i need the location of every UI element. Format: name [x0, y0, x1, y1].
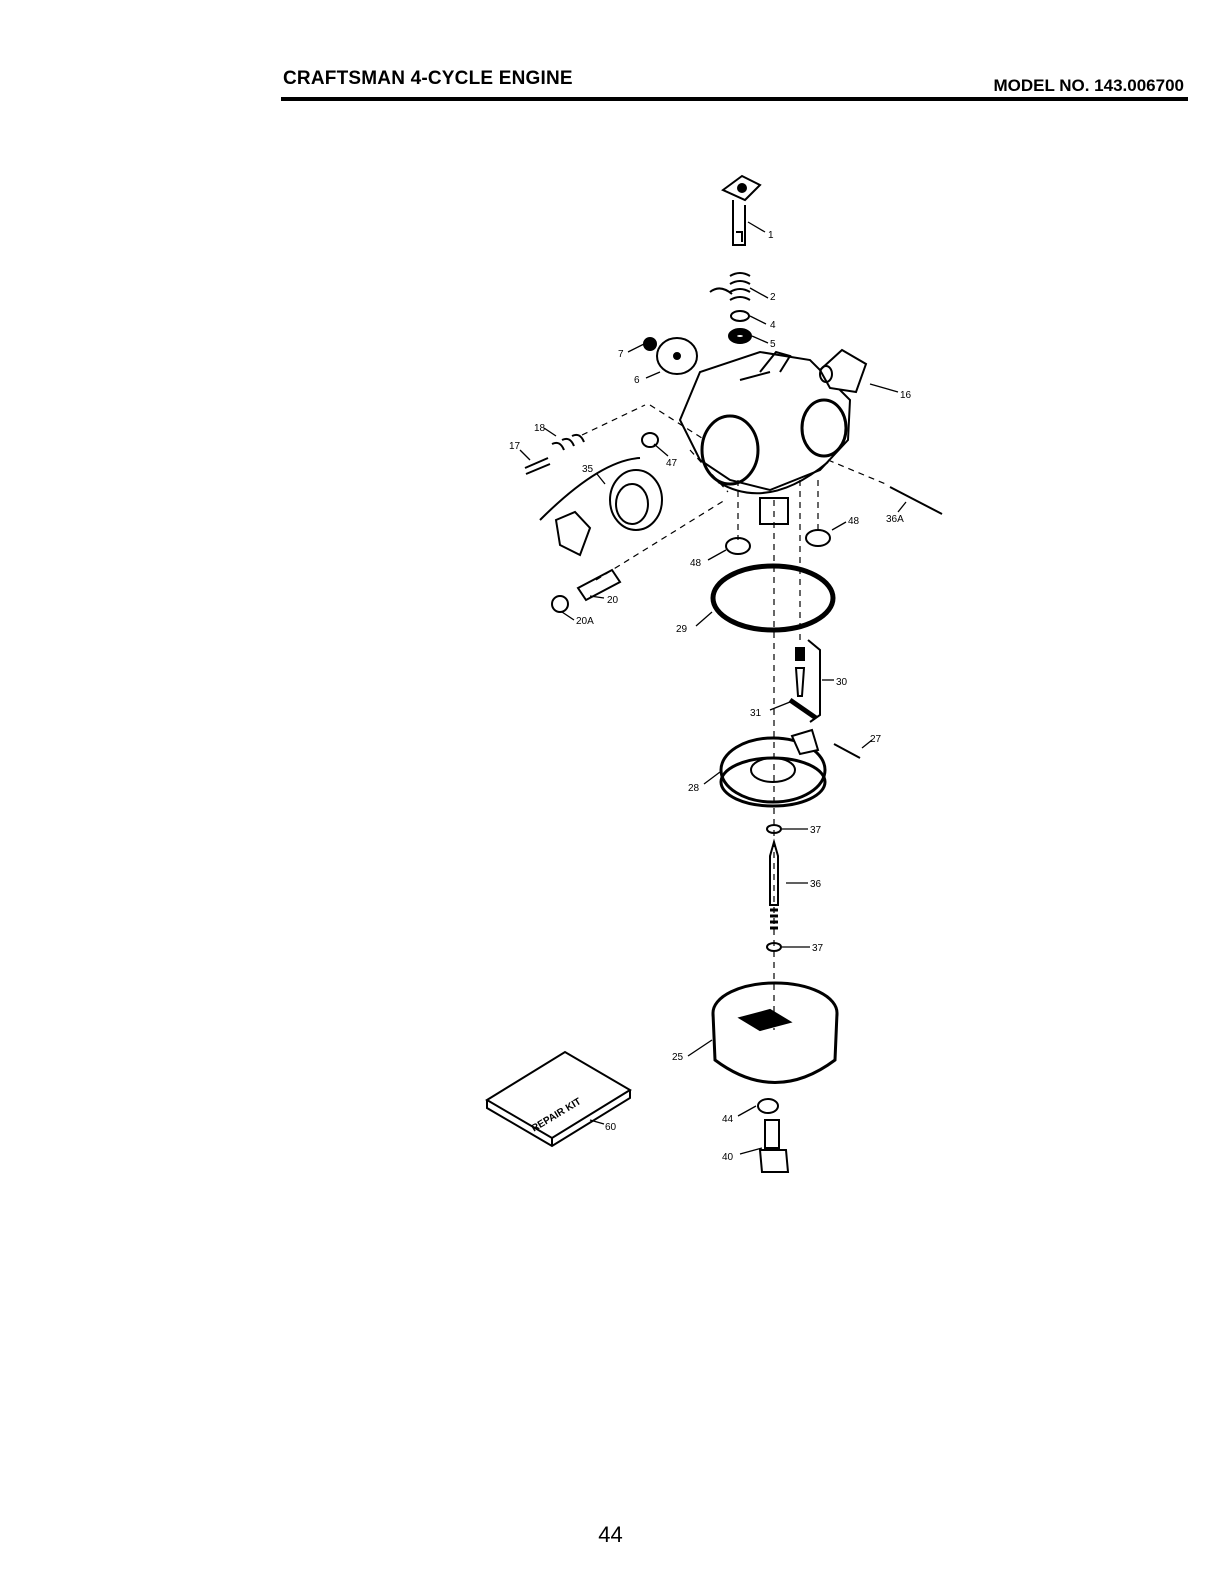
callout-label: 37: [810, 825, 822, 836]
callout-label: 25: [672, 1052, 684, 1063]
callout-label: 20A: [576, 616, 594, 627]
callout-label: 6: [634, 375, 640, 386]
callout-label: 31: [750, 708, 762, 719]
callout-label: 36A: [886, 514, 904, 525]
callout-label: 18: [534, 423, 546, 434]
callout-label: 16: [900, 390, 912, 401]
callout-label: 1: [768, 230, 774, 241]
callout-label: 7: [618, 349, 624, 360]
part-gasket-29: [713, 566, 833, 630]
callout-label: 48: [690, 558, 702, 569]
page-number: 44: [0, 1522, 1221, 1548]
callout-label: 47: [666, 458, 678, 469]
part-pin-27: [834, 744, 860, 758]
callout-label: 28: [688, 783, 700, 794]
callout-label: 30: [836, 677, 848, 688]
callout-label: 48: [848, 516, 860, 527]
part-idle-screw: [525, 435, 584, 474]
callout-label: 17: [509, 441, 521, 452]
part-plug-48-right: [806, 530, 830, 546]
callout-label: 60: [605, 1122, 617, 1133]
callout-label: 44: [722, 1114, 734, 1125]
part-pin-36a: [890, 487, 942, 514]
part-needle-30: [790, 640, 820, 722]
callout-label: 5: [770, 339, 776, 350]
part-float-28: [721, 730, 825, 806]
part-plug-48-left: [726, 538, 750, 554]
part-primer: [540, 458, 662, 555]
callout-label: 36: [810, 879, 822, 890]
callout-label: 35: [582, 464, 594, 475]
callout-label: 2: [770, 292, 776, 303]
callout-label: 4: [770, 320, 776, 331]
callout-label: 37: [812, 943, 824, 954]
part-choke-plate: [644, 338, 697, 374]
callout-label: 40: [722, 1152, 734, 1163]
part-bowl-nut-40: [760, 1120, 788, 1172]
part-spring-washer-seal: [710, 273, 751, 343]
callout-label: 27: [870, 734, 882, 745]
callout-label: 29: [676, 624, 688, 635]
part-float-bowl-25: [713, 983, 837, 1083]
callout-label: 20: [607, 595, 619, 606]
part-throttle-shaft: [723, 176, 760, 245]
part-washer-44: [758, 1099, 778, 1113]
